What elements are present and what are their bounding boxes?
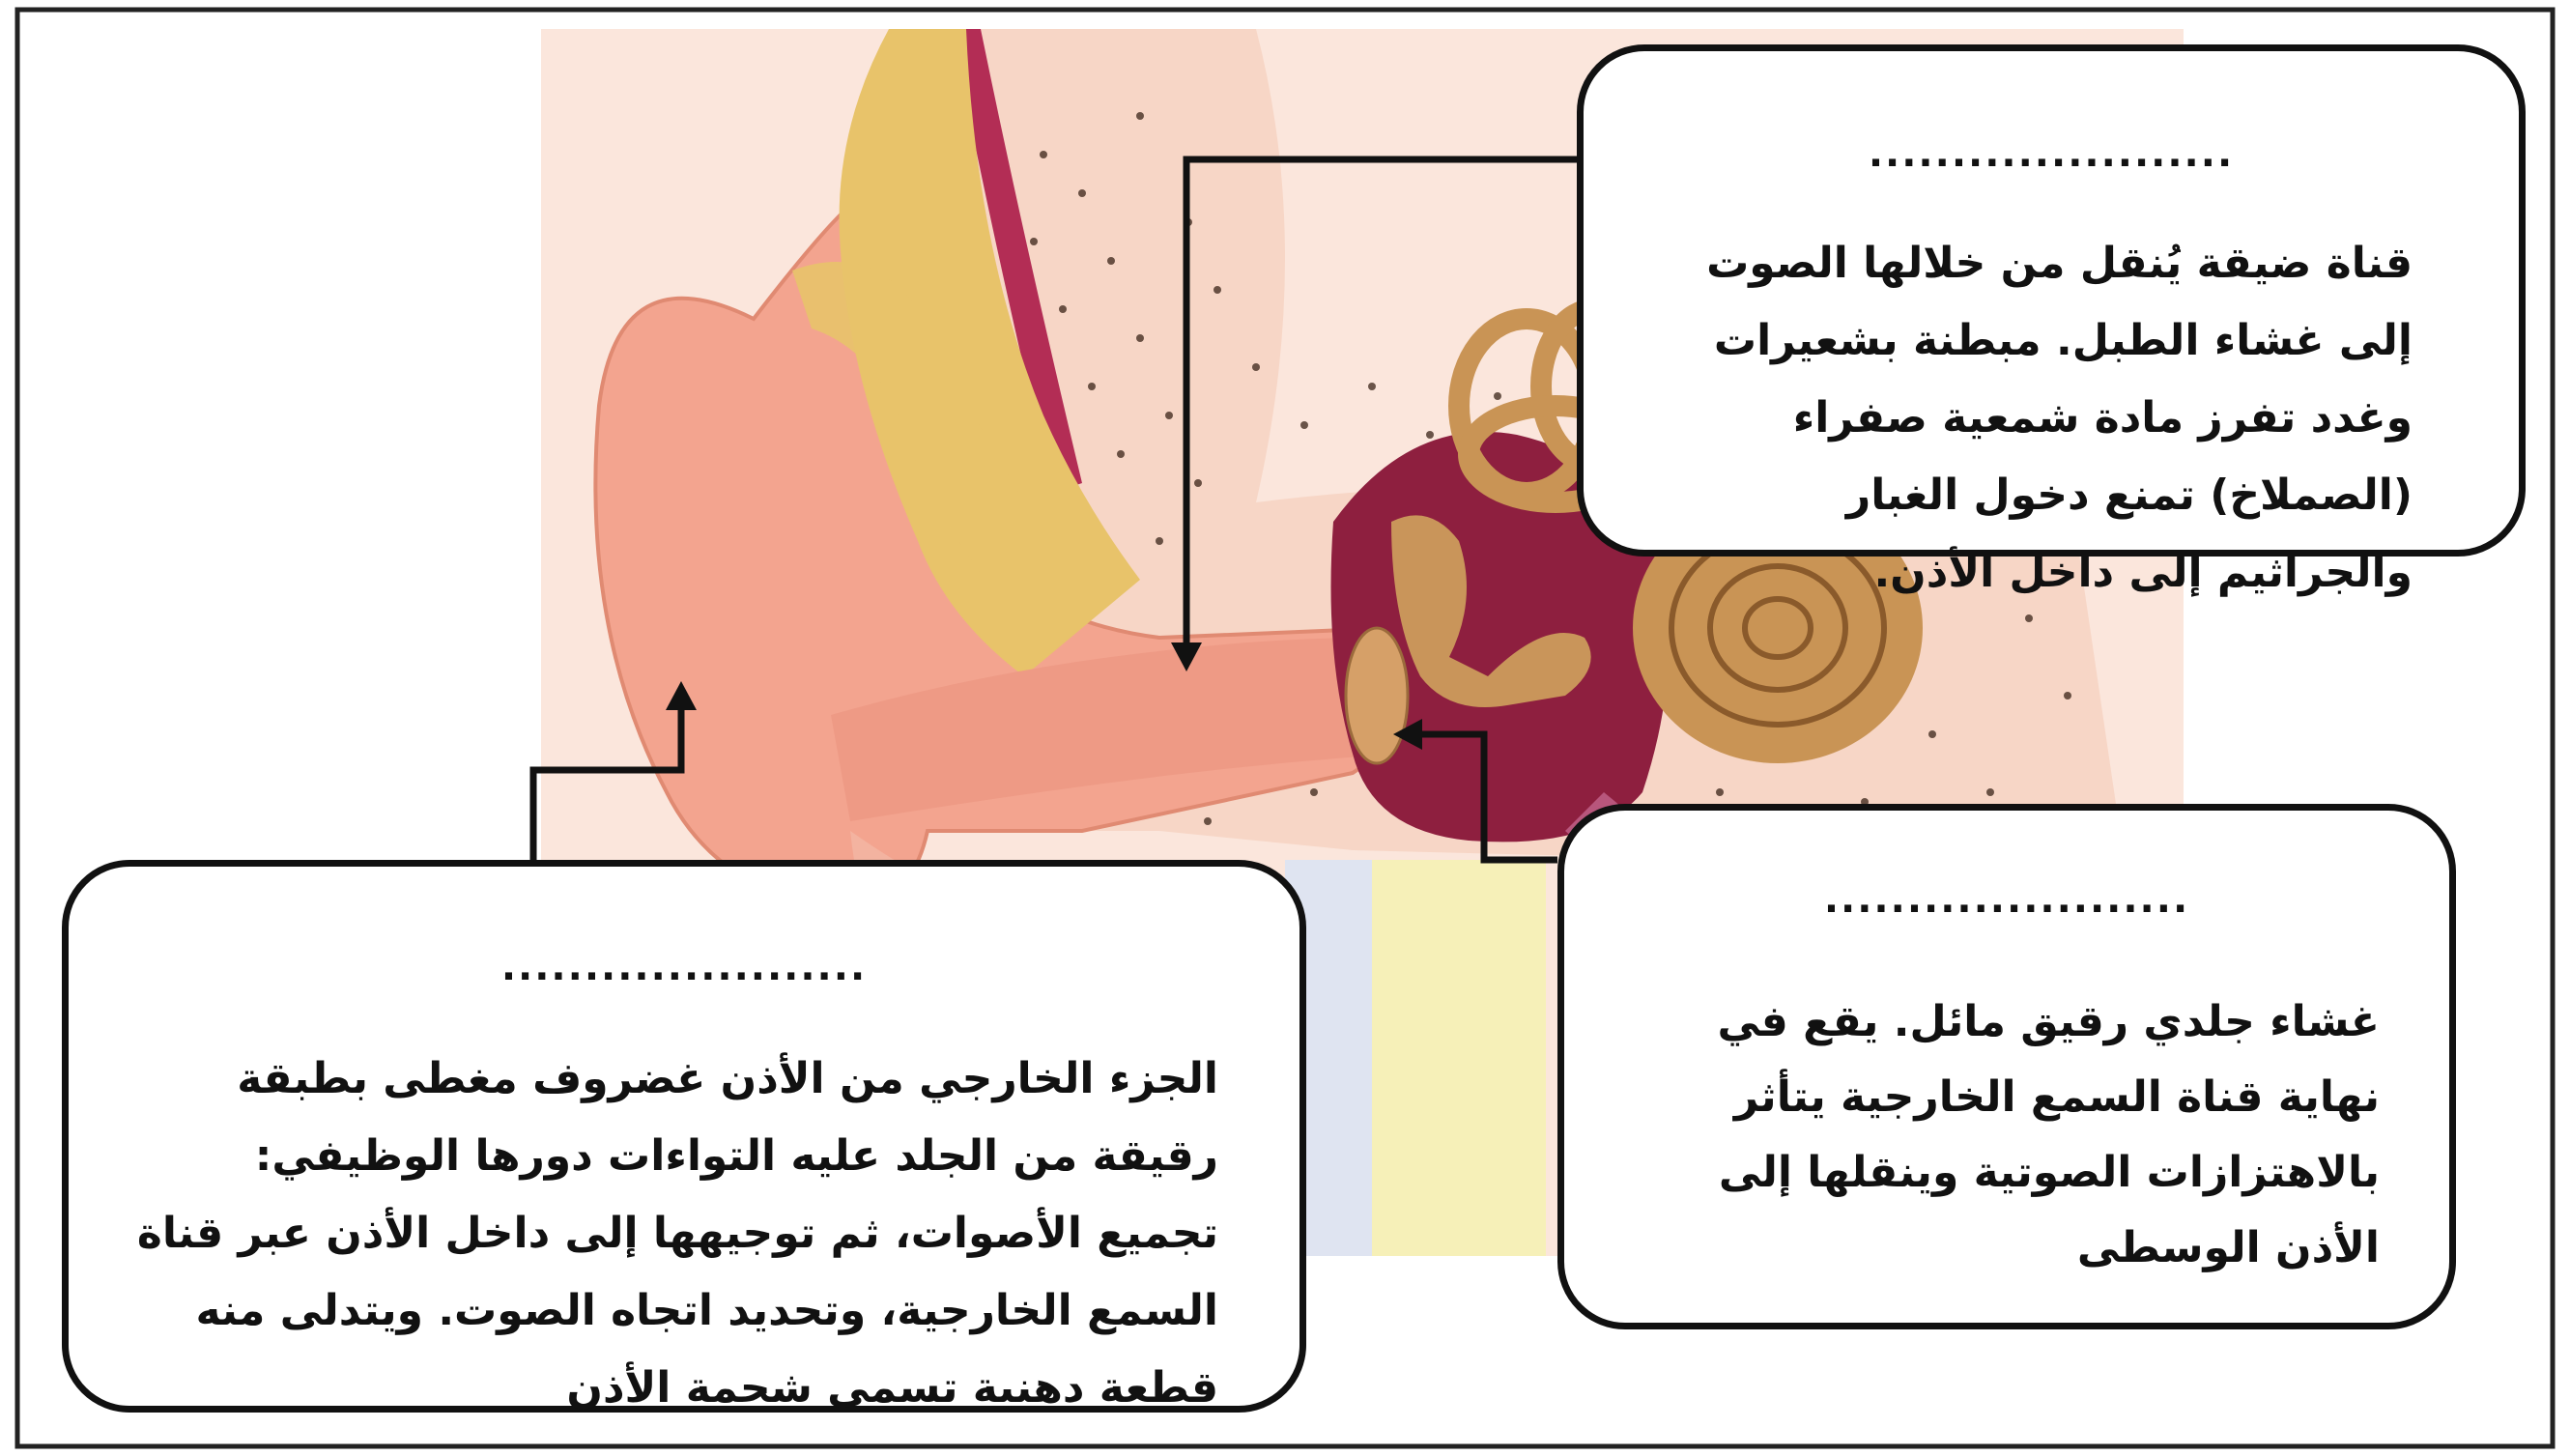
label-box-eardrum: ...................... غشاء جلدي رقيق ما…	[1557, 804, 2456, 1329]
answer-blank-eardrum[interactable]: ......................	[1564, 880, 2449, 919]
answer-blank-outer-ear[interactable]: ......................	[69, 948, 1299, 986]
description-outer-ear: الجزء الخارجي من الأذن غضروف مغطى بطبقة …	[136, 1041, 1218, 1427]
description-ear-canal: قناة ضيقة يُنقل من خلالها الصوت إلى غشاء…	[1651, 225, 2413, 612]
lower-bar-yellow	[1372, 860, 1546, 1256]
label-box-outer-ear: ...................... الجزء الخارجي من …	[62, 860, 1306, 1413]
label-box-ear-canal: ...................... قناة ضيقة يُنقل م…	[1577, 44, 2526, 557]
eardrum	[1346, 628, 1408, 763]
description-eardrum: غشاء جلدي رقيق مائل. يقع في نهاية قناة ا…	[1632, 985, 2380, 1286]
answer-blank-ear-canal[interactable]: ......................	[1584, 134, 2519, 173]
